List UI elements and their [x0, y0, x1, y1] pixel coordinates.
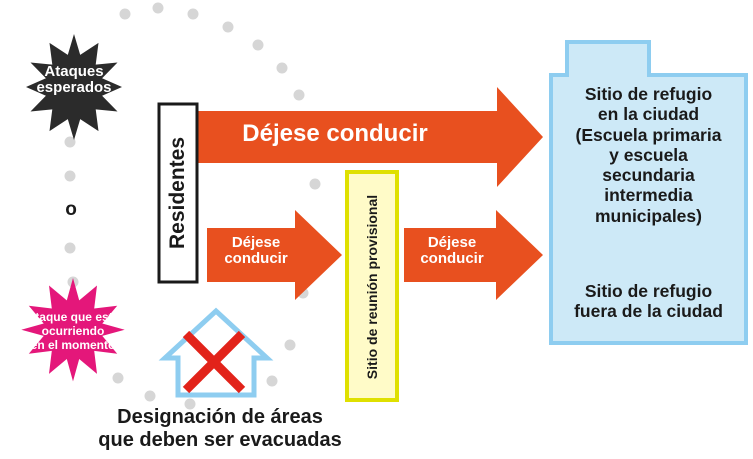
evacuation-caption: Designación de áreas que deben ser evacu… — [98, 406, 342, 451]
ongoing-attack-starburst — [21, 278, 125, 382]
provisional-site-box — [345, 170, 399, 402]
arrow-to-provisional-text: Déjese conducir — [224, 234, 288, 268]
provisional-site-label: Sitio de reunión provisional — [364, 194, 380, 380]
expected-attacks-starburst — [26, 34, 122, 140]
ongoing-attack-label: Ataque que está ocurriendo en el momento — [26, 310, 120, 352]
arrow-from-provisional — [404, 210, 543, 300]
refuge-city-text: Sitio de refugio en la ciudad (Escuela p… — [575, 84, 722, 226]
refuge-outside-text: Sitio de refugio fuera de la ciudad — [574, 281, 723, 322]
cross-icon — [182, 330, 246, 394]
arrow-from-provisional-text: Déjese conducir — [420, 234, 484, 268]
main-arrow — [197, 87, 543, 187]
refuge-site-box — [549, 40, 748, 345]
or-label: o — [65, 199, 77, 220]
arrow-to-provisional — [207, 210, 342, 300]
residents-box — [157, 102, 199, 284]
main-arrow-text: Déjese conducir — [242, 120, 428, 147]
residents-label: Residentes — [166, 136, 189, 250]
evacuation-house-icon — [158, 307, 274, 398]
expected-attacks-label: Ataques esperados — [36, 63, 112, 97]
